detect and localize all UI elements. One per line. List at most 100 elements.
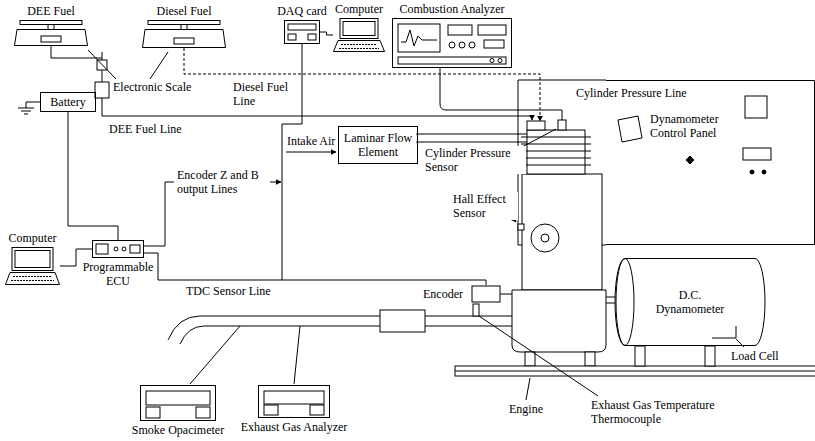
combustion-analyzer-outline bbox=[401, 30, 437, 46]
ecu-box-outline bbox=[122, 247, 126, 251]
exhaust-pipe bbox=[168, 316, 380, 340]
laptop-computer: Computer bbox=[333, 18, 385, 52]
dc-dynamometer-outline bbox=[712, 326, 736, 338]
laptop-computer-outline bbox=[340, 19, 378, 39]
laptop-computer-outline bbox=[11, 277, 54, 281]
battery-box-outline bbox=[41, 93, 96, 112]
fuel-scale-outline bbox=[14, 20, 88, 46]
dc-dynamometer-outline bbox=[616, 259, 634, 346]
leader-line bbox=[522, 129, 556, 147]
fuel-scale-outline bbox=[174, 38, 194, 44]
part-label: Electronic Scale bbox=[112, 80, 192, 94]
engine bbox=[527, 121, 545, 130]
fuel-scale-outline bbox=[15, 30, 88, 46]
exhaust-pipe bbox=[180, 326, 380, 344]
battery-box-outline bbox=[41, 93, 96, 112]
smoke-opacimeter-outline bbox=[140, 385, 216, 421]
control-cabinet-outline bbox=[762, 170, 766, 174]
node-label: Computer bbox=[9, 231, 57, 245]
encoder-device bbox=[472, 286, 512, 302]
laptop-computer-outline bbox=[5, 247, 60, 285]
engine bbox=[558, 120, 566, 130]
leader-line bbox=[479, 316, 598, 396]
combustion-analyzer-outline bbox=[498, 59, 502, 63]
engine bbox=[541, 234, 549, 242]
node-label: Exhaust Gas Analyzer bbox=[241, 420, 348, 434]
node-label: Computer bbox=[335, 2, 383, 16]
dc-dynamometer-outline bbox=[615, 259, 765, 346]
platform bbox=[455, 366, 815, 376]
engine bbox=[512, 120, 606, 366]
combustion-analyzer-outline bbox=[490, 59, 494, 63]
combustion-analyzer-outline bbox=[484, 40, 504, 48]
intake-arrow bbox=[286, 152, 336, 153]
laptop-computer-outline bbox=[339, 45, 379, 49]
combustion-analyzer-outline bbox=[478, 25, 506, 35]
fuel-line bbox=[51, 46, 532, 120]
engine bbox=[522, 174, 602, 290]
leader-line bbox=[150, 52, 168, 79]
combustion-analyzer-outline bbox=[398, 24, 440, 52]
control-cabinet-outline bbox=[745, 96, 767, 118]
exhaust-pipe bbox=[168, 310, 512, 344]
dc-dynamometer-outline bbox=[615, 259, 765, 346]
control-cabinet-outline bbox=[606, 81, 815, 245]
fuel-scale-outline bbox=[181, 25, 187, 30]
control-cabinet: Dynamometer Control Panel bbox=[606, 80, 815, 245]
control-cabinet-outline bbox=[606, 81, 815, 245]
battery-box: Battery bbox=[40, 92, 96, 112]
pressure-line bbox=[440, 68, 562, 120]
flow-element-box: Laminar Flow Element bbox=[338, 126, 418, 164]
gas-analyzer: Exhaust Gas Analyzer bbox=[258, 385, 330, 418]
dyno-stand bbox=[635, 346, 645, 366]
pressure-line bbox=[440, 68, 562, 120]
flow-element-box-outline bbox=[339, 127, 418, 164]
leader-line bbox=[88, 50, 116, 79]
gas-analyzer-outline bbox=[258, 385, 330, 418]
dyno-stand bbox=[635, 346, 715, 366]
gas-analyzer-outline bbox=[310, 405, 324, 415]
combustion-analyzer-outline bbox=[392, 18, 512, 68]
node-label: Combustion Analyzer bbox=[400, 2, 505, 16]
hall-sensor bbox=[518, 224, 524, 230]
part-label: Cylinder Pressure Sensor bbox=[424, 146, 526, 174]
daq-card: DAQ card bbox=[284, 20, 320, 44]
intake-pipe bbox=[416, 134, 527, 135]
daq-card-outline bbox=[285, 21, 320, 44]
smoke-opacimeter: Smoke Opacimeter bbox=[140, 385, 216, 421]
control-cabinet-outline bbox=[618, 116, 642, 142]
ecu-box-outline bbox=[92, 240, 144, 258]
laptop-computer-outline bbox=[333, 18, 385, 52]
part-label: Load Cell bbox=[730, 349, 780, 363]
daq-card-outline bbox=[284, 20, 320, 44]
control-cabinet-outline bbox=[606, 80, 815, 245]
leader-line bbox=[88, 50, 744, 400]
combustion-analyzer-outline bbox=[393, 19, 512, 68]
apparatus-drawing bbox=[18, 44, 815, 400]
fuel-scale-outline bbox=[20, 21, 82, 25]
laptop-computer-outline bbox=[334, 41, 385, 52]
intake-pipe bbox=[416, 142, 527, 143]
ecu-box-outline bbox=[96, 244, 108, 254]
dyno-stand bbox=[705, 346, 715, 366]
node-label: Dynamometer Control Panel bbox=[650, 112, 750, 140]
fuel-line bbox=[95, 82, 109, 98]
laptop-computer-outline bbox=[6, 248, 60, 285]
ecu-box-outline bbox=[114, 247, 118, 251]
platform bbox=[455, 371, 815, 372]
part-label: Intake Air bbox=[286, 134, 336, 148]
signal-wire bbox=[144, 182, 174, 246]
node-label: Smoke Opacimeter bbox=[132, 423, 224, 437]
fuel-scale-outline bbox=[143, 21, 226, 48]
exhaust-pipe bbox=[425, 316, 512, 317]
intake-arrow bbox=[286, 152, 336, 153]
fuel-scale-outline bbox=[15, 21, 88, 46]
part-label: Diesel Fuel Line bbox=[232, 80, 298, 108]
sample-line bbox=[294, 326, 300, 384]
engine bbox=[525, 352, 535, 366]
node-label: D.C. Dynamometer bbox=[648, 288, 732, 316]
combustion-analyzer-outline bbox=[449, 42, 455, 48]
fuel-scale-outline bbox=[48, 25, 54, 30]
